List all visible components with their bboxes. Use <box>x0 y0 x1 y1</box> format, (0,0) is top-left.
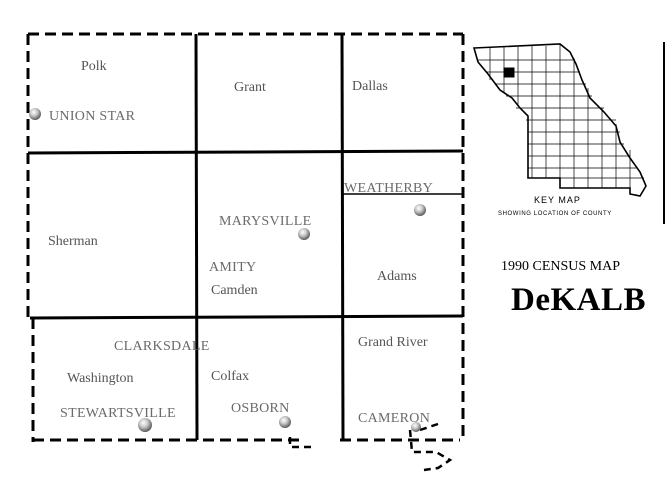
town-union-star: UNION STAR <box>49 109 136 124</box>
river-boundary <box>288 422 453 472</box>
stewartsville-marker <box>138 418 152 432</box>
town-clarksdale: CLARKSDALE <box>114 339 210 354</box>
town-marysville: MARYSVILLE <box>219 214 312 229</box>
town-osborn: OSBORN <box>231 401 290 416</box>
township-sherman: Sherman <box>48 234 98 249</box>
township-grant: Grant <box>234 80 266 95</box>
county-boundary <box>26 32 465 442</box>
key-map-title: KEY MAP <box>534 195 581 205</box>
township-adams: Adams <box>377 269 417 284</box>
census-map-label: 1990 CENSUS MAP <box>501 259 621 274</box>
township-grand-river: Grand River <box>358 335 428 350</box>
town-amity: AMITY <box>209 260 257 275</box>
cameron-marker <box>411 422 421 432</box>
township-lines <box>27 33 464 441</box>
union-star-marker <box>29 108 41 120</box>
town-stewartsville: STEWARTSVILLE <box>60 406 176 421</box>
town-markers <box>29 108 426 432</box>
key-map-subtitle: SHOWING LOCATION OF COUNTY <box>498 211 612 217</box>
osborn-marker <box>279 416 291 428</box>
town-cameron: CAMERON <box>358 411 431 426</box>
township-polk: Polk <box>81 59 107 74</box>
dekalb-county-location <box>503 67 515 78</box>
township-washington: Washington <box>67 371 134 386</box>
township-camden: Camden <box>211 283 258 298</box>
township-colfax: Colfax <box>211 369 250 384</box>
county-name-title: DeKALB <box>511 282 646 318</box>
missouri-outline <box>472 43 647 197</box>
weatherby-marker <box>414 204 426 216</box>
missouri-key-map <box>472 43 647 197</box>
marysville-marker <box>298 228 310 240</box>
township-dallas: Dallas <box>352 79 388 94</box>
town-weatherby: WEATHERBY <box>344 181 434 196</box>
